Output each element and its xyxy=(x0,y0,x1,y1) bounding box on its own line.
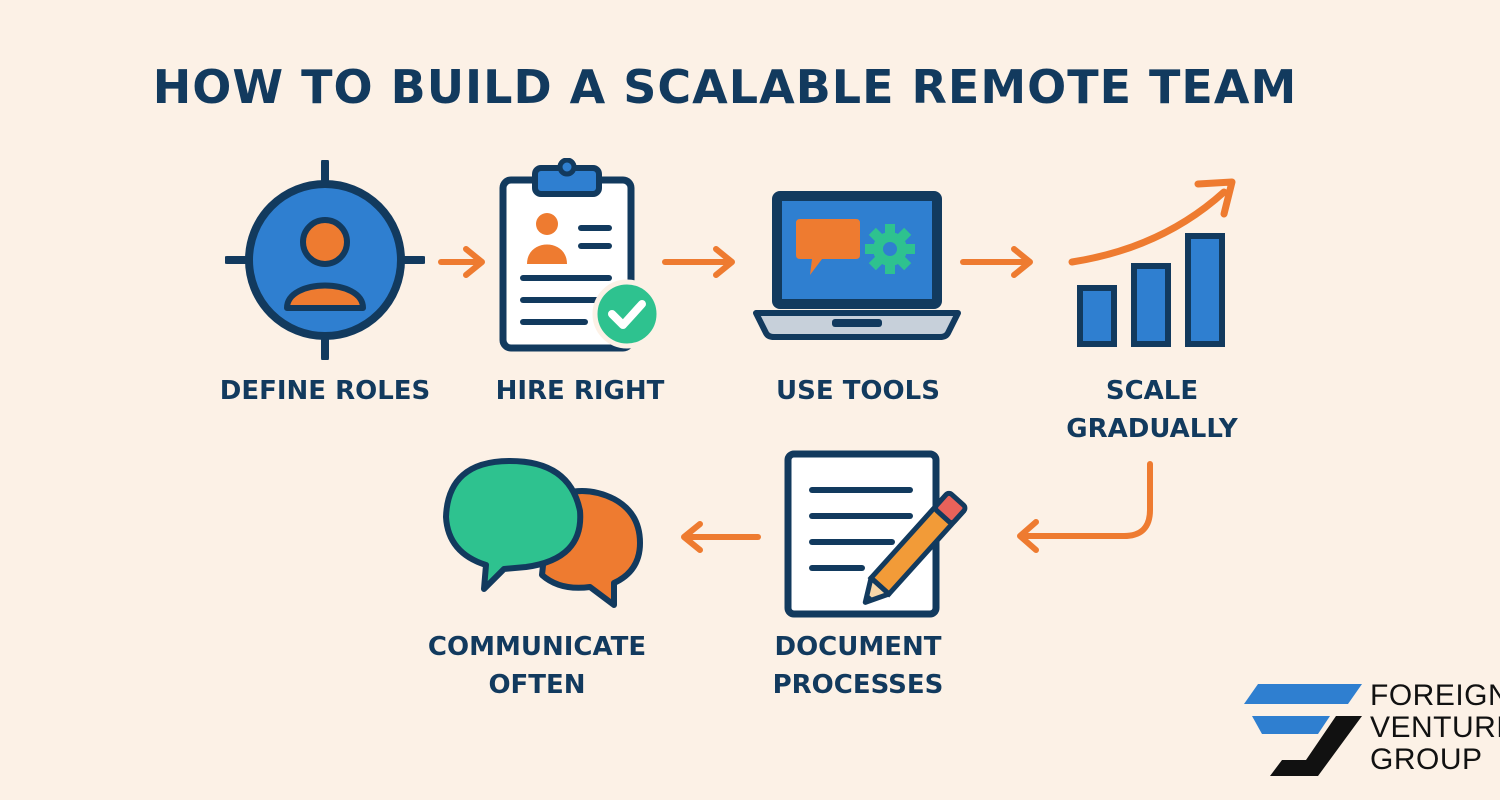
chat-bubbles-icon xyxy=(443,458,643,608)
foreign-venture-group-logo xyxy=(1244,684,1362,776)
clipboard-check-icon xyxy=(499,158,662,352)
curved-arrow-icon xyxy=(1017,461,1153,553)
target-person-icon xyxy=(225,160,425,360)
document-pencil-icon xyxy=(784,450,968,618)
step-label-hire-right: HIRE RIGHT xyxy=(495,376,665,406)
step-label-define-roles: DEFINE ROLES xyxy=(219,376,431,406)
page-title: HOW TO BUILD A SCALABLE REMOTE TEAM xyxy=(152,60,1298,114)
step-label-document-processes: DOCUMENT PROCESSES xyxy=(772,632,944,700)
logo-wordmark: FOREIGN VENTURE GROUP xyxy=(1370,679,1500,776)
arrow-left-icon xyxy=(681,521,761,553)
growth-chart-icon xyxy=(1068,178,1236,347)
step-label-communicate-often: COMMUNICATE OFTEN xyxy=(427,632,647,700)
laptop-tools-icon xyxy=(753,191,961,340)
arrow-right-icon xyxy=(662,246,735,278)
arrow-right-icon xyxy=(960,246,1033,278)
arrow-right-icon xyxy=(438,246,485,278)
step-label-scale-gradually: SCALE GRADUALLY xyxy=(1066,376,1238,444)
step-label-use-tools: USE TOOLS xyxy=(776,376,940,406)
